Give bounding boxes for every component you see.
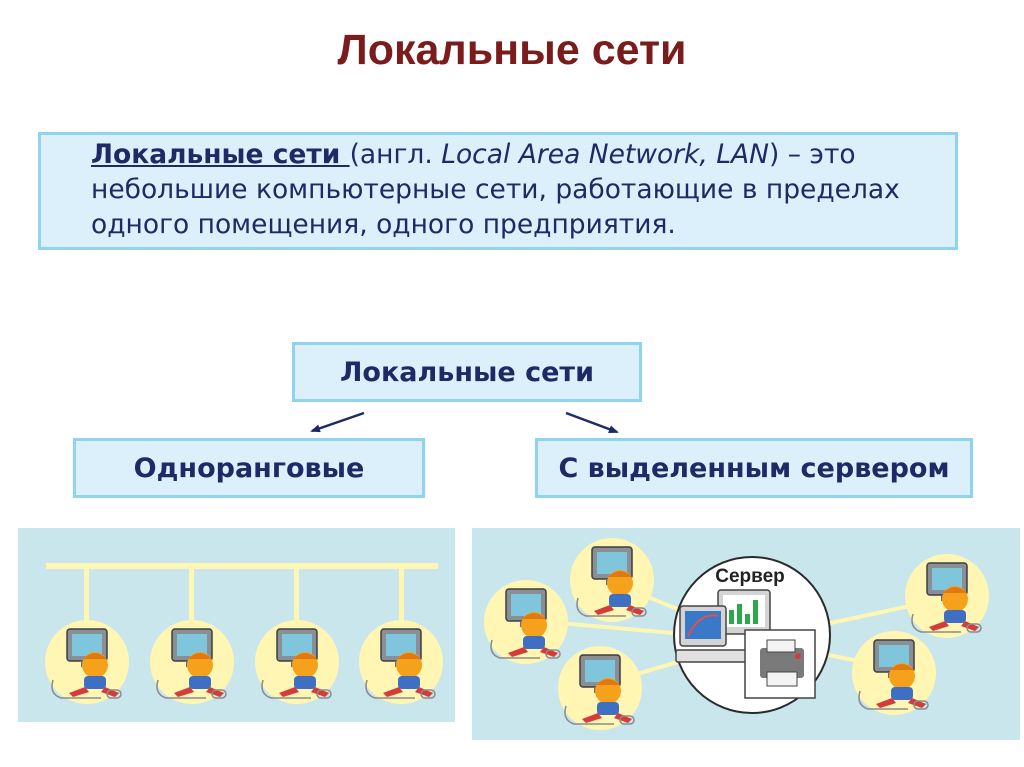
- peer-to-peer-node-label: Одноранговые: [133, 452, 365, 484]
- definition-box: Локальные сети (англ. Local Area Network…: [38, 132, 958, 250]
- page-title: Локальные сети: [337, 26, 687, 74]
- workstation-icon: [557, 645, 643, 731]
- workstation-icon: [254, 619, 340, 705]
- definition-rest: ) – это небольшие компьютерные сети, раб…: [91, 139, 900, 240]
- workstation-icon: [851, 630, 937, 716]
- printer-icon: [744, 629, 816, 699]
- definition-english: Local Area Network, LAN: [441, 139, 769, 170]
- workstation-icon: [44, 619, 130, 705]
- workstation-icon: [149, 619, 235, 705]
- bus-network: [46, 563, 438, 622]
- server-label: Сервер: [715, 566, 785, 587]
- server-group: Сервер: [673, 556, 831, 714]
- arrow-left: [310, 411, 365, 433]
- workstation-icon: [483, 579, 569, 665]
- dedicated-server-node-label: С выделенным сервером: [558, 452, 950, 484]
- workstation-icon: [358, 619, 444, 705]
- definition-term: Локальные сети: [91, 139, 350, 170]
- definition-lead: (англ.: [349, 139, 442, 170]
- server-computer-icon: [675, 589, 771, 663]
- peer-to-peer-node: Одноранговые: [73, 438, 425, 498]
- workstation-icon: [569, 537, 655, 623]
- arrow-right: [565, 411, 619, 434]
- root-node-label: Локальные сети: [339, 356, 595, 388]
- root-node: Локальные сети: [292, 342, 642, 402]
- workstation-icon: [904, 553, 990, 639]
- dedicated-server-node: С выделенным сервером: [535, 438, 973, 498]
